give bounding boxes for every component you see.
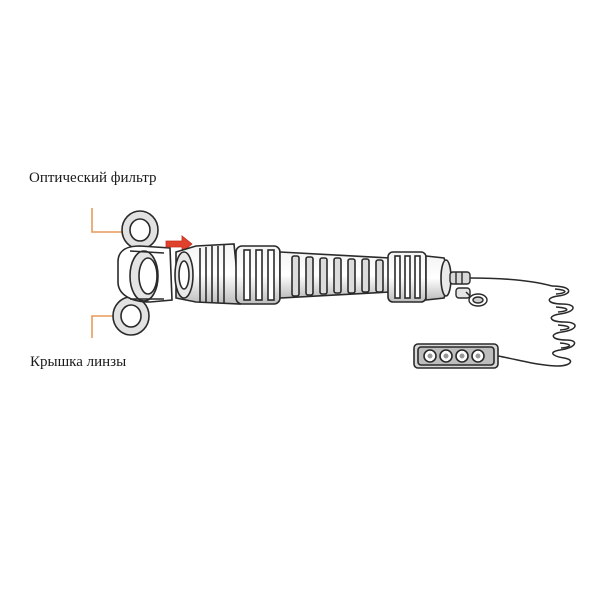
cap-holder xyxy=(117,245,173,303)
grip-ring xyxy=(235,245,281,305)
flashlight-body xyxy=(279,251,391,299)
leader-line-cap xyxy=(91,315,119,338)
tail-ring xyxy=(387,251,427,303)
flashlight-head xyxy=(174,243,241,305)
lens-cap-ring xyxy=(112,296,150,336)
cable-connector xyxy=(449,271,488,307)
tail-cap xyxy=(425,255,452,301)
pressure-switch xyxy=(413,343,499,369)
optical-filter-label: Оптический фильтр xyxy=(29,170,157,186)
lens-cap-label: Крышка линзы xyxy=(30,354,127,370)
cable xyxy=(469,277,553,287)
leader-line-filter xyxy=(91,208,127,233)
coiled-cable xyxy=(497,285,576,367)
optical-filter-ring xyxy=(121,210,159,250)
